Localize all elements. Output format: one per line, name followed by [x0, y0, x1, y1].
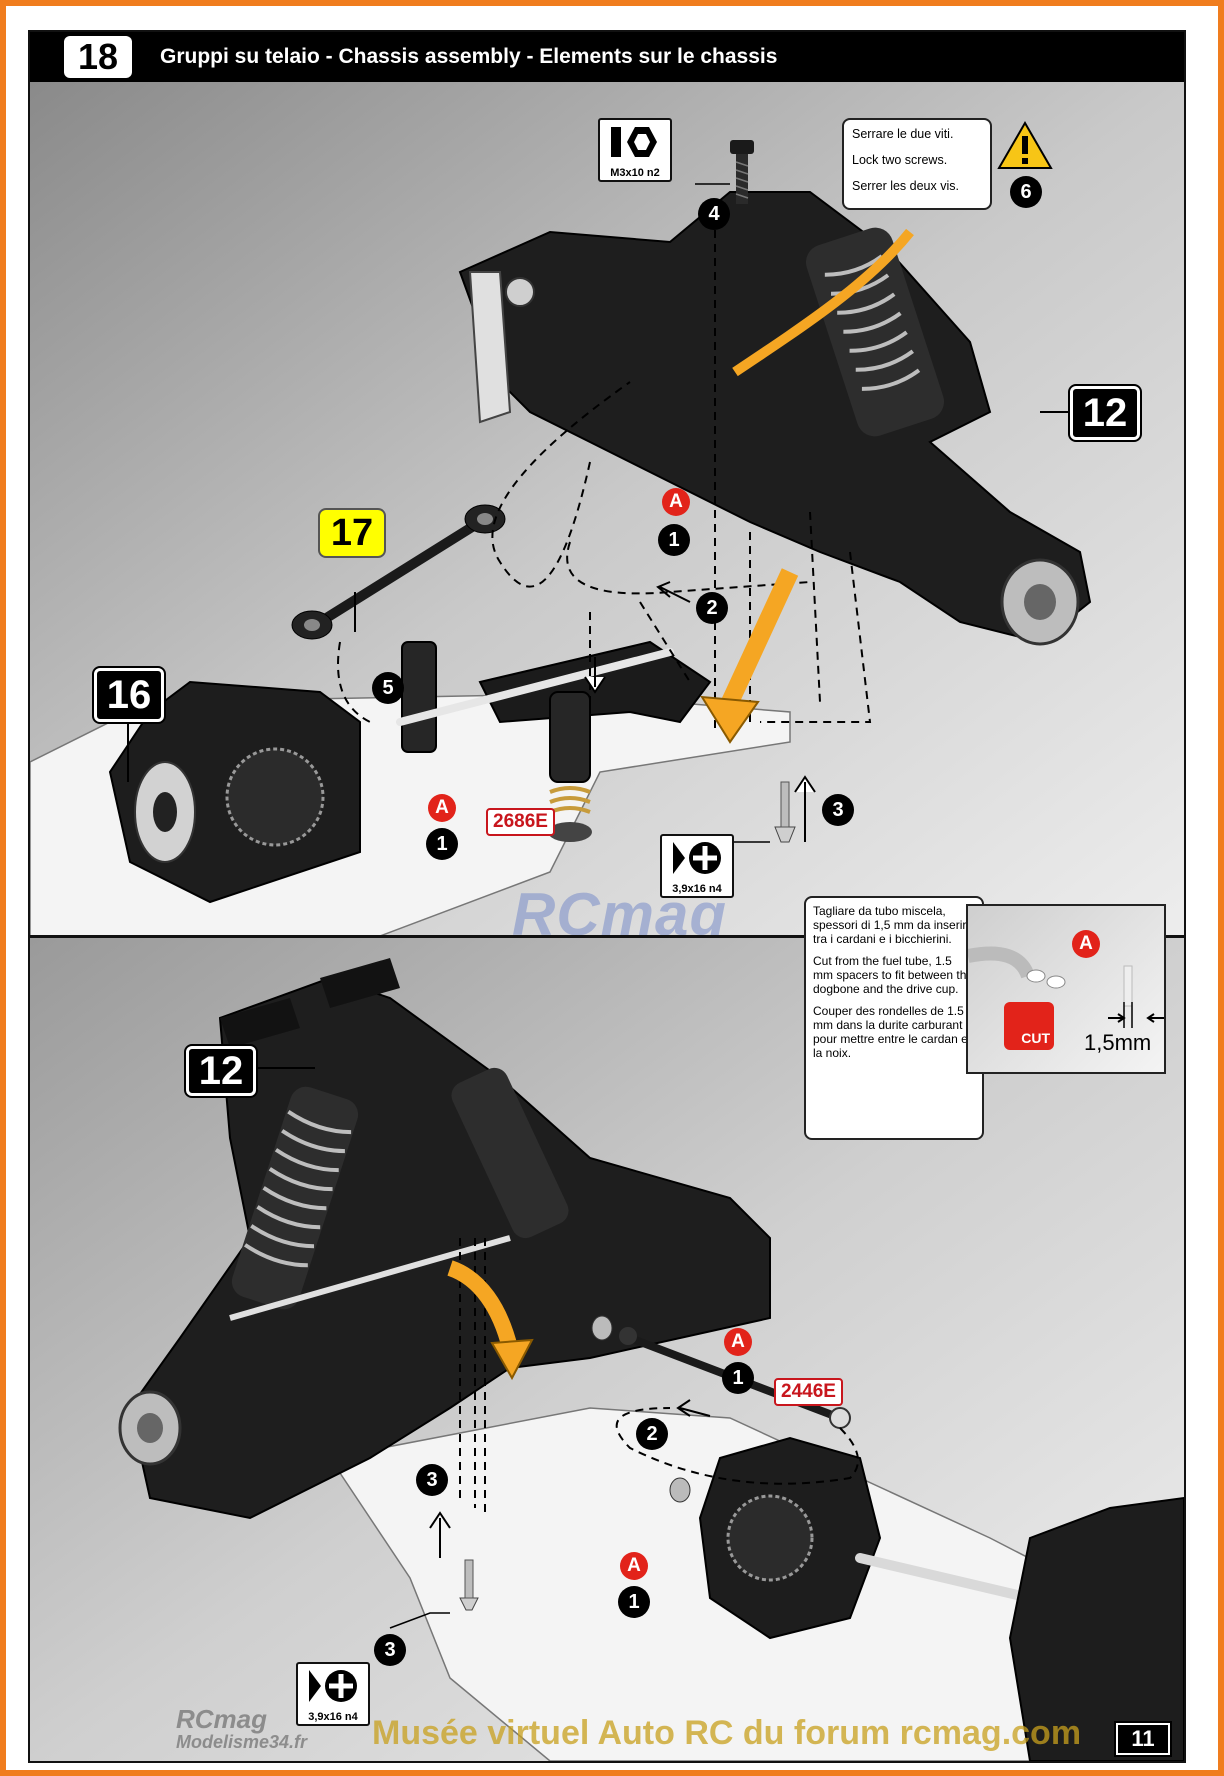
- step-number: 18: [64, 36, 132, 78]
- step-badge-1: 1: [618, 1586, 650, 1618]
- part-number-tag: 2446E: [774, 1378, 843, 1406]
- fuel-tube-note: Tagliare da tubo miscela, spessori di 1,…: [804, 896, 984, 1140]
- countersunk-screw: [774, 781, 796, 843]
- top-assembly-panel: M3x10 n2 3,9x16 n4 Serrare le due viti. …: [30, 82, 1184, 948]
- warning-triangle-icon: [997, 121, 1053, 169]
- step-badge-1: 1: [658, 524, 690, 556]
- step-badge-5: 5: [372, 672, 404, 704]
- screw-spec-label: 3,9x16 n4: [672, 883, 722, 895]
- ref-callout-16: 16: [94, 668, 164, 722]
- step-frame: 18 Gruppi su telaio - Chassis assembly -…: [28, 30, 1186, 1763]
- center-diff-assembly: [108, 680, 361, 904]
- up-arrow: [429, 1511, 451, 1558]
- note-text-it: Tagliare da tubo miscela, spessori di 1,…: [813, 904, 974, 946]
- step-badge-1: 1: [722, 1362, 754, 1394]
- warning-line-fr: Serrer les deux vis.: [852, 179, 959, 193]
- ref-callout-12: 12: [1070, 386, 1140, 440]
- screw-spec-3-9x16: 3,9x16 n4: [660, 834, 734, 898]
- footer-logo: RCmag: [176, 1704, 268, 1734]
- countersunk-screw: [459, 1559, 479, 1611]
- socket-screw: [730, 140, 754, 204]
- step-badge-6: 6: [1010, 176, 1042, 208]
- step-header: 18 Gruppi su telaio - Chassis assembly -…: [30, 32, 1184, 82]
- marker-a: A: [662, 488, 690, 516]
- rear-suspension-assembly: [118, 958, 771, 1520]
- warning-note: Serrare le due viti. Lock two screws. Se…: [842, 118, 992, 210]
- part-number-tag: 2686E: [486, 808, 555, 836]
- footer-site: Modelisme34.fr: [176, 1732, 308, 1752]
- note-text-en: Cut from the fuel tube, 1.5 mm spacers t…: [813, 954, 974, 996]
- step-badge-3: 3: [374, 1634, 406, 1666]
- assembly-guide-lines: [337, 202, 872, 732]
- panel-divider: [30, 935, 1184, 938]
- front-assembly-partial: [1008, 1496, 1184, 1761]
- warning-line-en: Lock two screws.: [852, 153, 948, 167]
- page-number: 11: [1116, 1723, 1170, 1755]
- up-arrow: [794, 775, 816, 842]
- socket-cap-screw-icon: [611, 127, 657, 157]
- phillips-screw-icon: [673, 842, 721, 874]
- step-title: Gruppi su telaio - Chassis assembly - El…: [160, 45, 778, 68]
- footer-watermark-text: Musée virtuel Auto RC du forum rcmag.com: [372, 1714, 1082, 1752]
- down-arrow: [584, 657, 606, 694]
- fuel-tube-illustration: [968, 946, 1164, 1028]
- marker-a: A: [1072, 930, 1100, 958]
- screw-spec-3-9x16: 3,9x16 n4: [296, 1662, 370, 1726]
- phillips-screw-icon: [309, 1670, 357, 1702]
- screw-spec-m3x10: M3x10 n2: [598, 118, 672, 182]
- dimension-label: 1,5mm: [1084, 1030, 1152, 1055]
- left-arrow: [656, 581, 691, 603]
- orange-guide-arrow-top: [732, 228, 914, 377]
- link-rod: [291, 504, 506, 640]
- marker-a: A: [428, 794, 456, 822]
- orange-insert-arrow: [721, 568, 799, 706]
- orange-insert-arrow: [447, 1260, 518, 1351]
- top-illustration: [30, 82, 1184, 936]
- step-badge-2: 2: [636, 1418, 668, 1450]
- left-arrow: [676, 1399, 711, 1417]
- note-text-fr: Couper des rondelles de 1.5 mm dans la d…: [813, 1004, 972, 1060]
- warning-line-it: Serrare le due viti.: [852, 127, 954, 141]
- center-diff-assembly: [698, 1436, 1035, 1640]
- step-badge-2: 2: [696, 592, 728, 624]
- fuel-tube-detail: A CUT 1,5mm: [966, 904, 1166, 1074]
- step-badge-3: 3: [416, 1464, 448, 1496]
- marker-a: A: [724, 1328, 752, 1356]
- step-badge-3: 3: [822, 794, 854, 826]
- screw-spec-label: M3x10 n2: [610, 167, 660, 179]
- screw-spec-label: 3,9x16 n4: [308, 1711, 358, 1723]
- step-badge-1: 1: [426, 828, 458, 860]
- front-suspension-assembly: [458, 191, 1092, 646]
- ref-callout-12: 12: [186, 1046, 256, 1096]
- bottom-assembly-panel: Tagliare da tubo miscela, spessori di 1,…: [30, 896, 1184, 1761]
- marker-a: A: [620, 1552, 648, 1580]
- cut-label: CUT: [1021, 1030, 1050, 1046]
- step-badge-4: 4: [698, 198, 730, 230]
- ref-callout-17: 17: [320, 510, 384, 556]
- cut-tool-icon: CUT: [1004, 1002, 1054, 1050]
